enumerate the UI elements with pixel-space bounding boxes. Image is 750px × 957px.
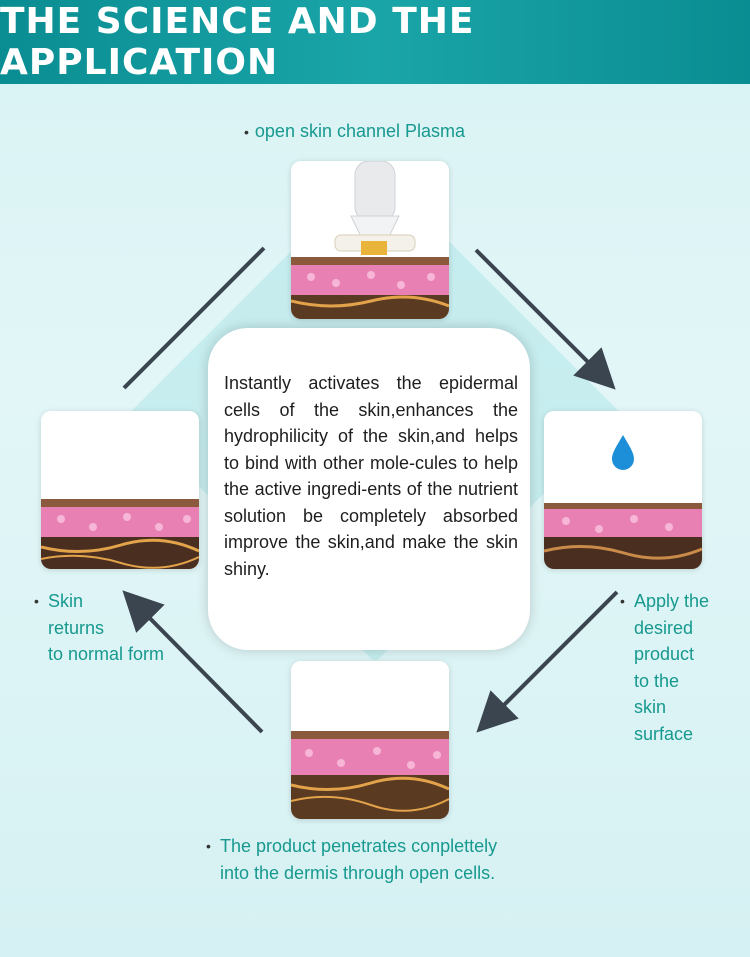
description-text: Instantly activates the epidermal cells … <box>224 373 518 579</box>
label-bottom: • The product penetrates conplettely int… <box>206 833 497 886</box>
droplet-skin-image <box>544 411 702 569</box>
bullet-icon: • <box>34 593 39 609</box>
label-left: • Skin returns to normal form <box>34 588 164 668</box>
card-apply-product <box>544 411 702 569</box>
page-title: THE SCIENCE AND THE APPLICATION <box>0 1 475 83</box>
normal-skin-image <box>41 411 199 569</box>
droplet-icon <box>612 435 634 470</box>
description-box <box>208 328 530 650</box>
card-skin-normal <box>41 411 199 569</box>
label-right: • Apply the desired product to the skin … <box>620 588 709 747</box>
label-top: •open skin channel Plasma <box>244 121 466 141</box>
card-product-penetrates <box>291 661 449 819</box>
plasma-device-image <box>291 161 449 319</box>
bullet-icon: • <box>244 124 249 140</box>
bullet-icon: • <box>206 838 211 854</box>
penetration-skin-image <box>291 661 449 819</box>
bullet-icon: • <box>620 593 625 609</box>
header-banner: THE SCIENCE AND THE APPLICATION <box>0 0 750 84</box>
card-open-skin-channel <box>291 161 449 319</box>
